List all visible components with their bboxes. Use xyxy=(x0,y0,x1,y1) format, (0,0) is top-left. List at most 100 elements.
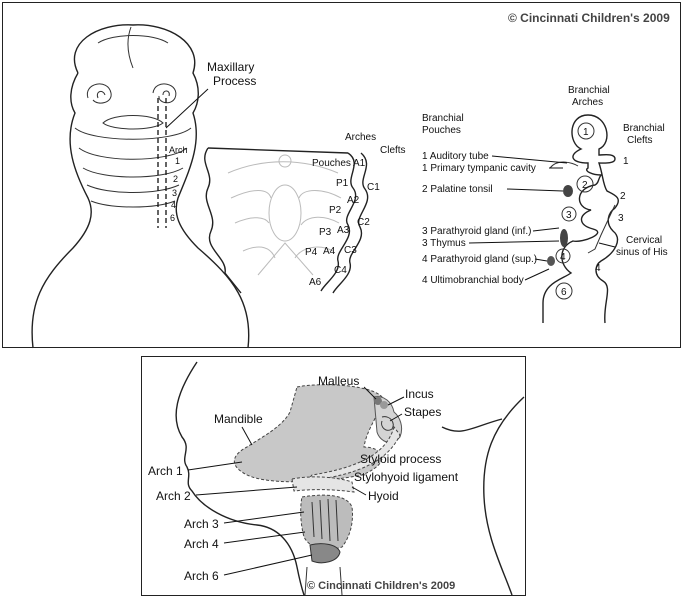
clefts-label: Clefts xyxy=(380,145,406,156)
arches-label: Arches xyxy=(345,132,376,143)
hyoid-leader xyxy=(351,486,367,496)
pouch-line-6 xyxy=(242,246,276,259)
pouch-deriv-1: 1 Auditory tube xyxy=(422,151,489,162)
pouch-deriv-4-leader xyxy=(532,227,560,232)
a1-label: A1 xyxy=(353,158,366,169)
embryo-face-drawing xyxy=(31,24,250,349)
pouch-line-2 xyxy=(230,190,272,199)
hyoid-label: Hyoid xyxy=(368,489,399,503)
branchial-arches-2: Arches xyxy=(572,97,603,108)
forehead-line xyxy=(97,35,169,44)
branchial-pouches-2: Pouches xyxy=(422,125,461,136)
cleft-num-4: 4 xyxy=(595,263,601,274)
malleus-leader xyxy=(363,386,377,400)
face-outline-left xyxy=(31,72,92,349)
arch-circle-4-num: 4 xyxy=(560,252,566,263)
a6-label: A6 xyxy=(309,277,322,288)
bottom-panel: Malleus Incus Stapes Mandible Arch 1 Sty… xyxy=(141,356,526,596)
cervical-sinus-leader xyxy=(598,242,616,248)
arch3-band xyxy=(82,167,184,178)
mandible-leader xyxy=(241,426,253,446)
arch4-band xyxy=(86,184,180,193)
pharynx-section-drawing xyxy=(204,147,369,294)
face-arch-3: 3 xyxy=(172,188,177,198)
pouch-line-8 xyxy=(257,242,314,276)
palatine-tonsil-shape xyxy=(563,185,573,197)
pouch-deriv-6-leader xyxy=(534,258,548,262)
pouch-schematic-drawing xyxy=(542,114,619,324)
pouch-deriv-4: 3 Parathyroid gland (inf.) xyxy=(422,226,532,237)
arch6-band xyxy=(90,200,176,208)
cleft-num-1: 1 xyxy=(623,156,629,167)
right-nasal-curl xyxy=(162,90,170,97)
stapes-leader xyxy=(389,413,403,422)
top-copyright: © Cincinnati Children's 2009 xyxy=(508,11,670,25)
bottom-diagram: Malleus Incus Stapes Mandible Arch 1 Sty… xyxy=(148,361,525,596)
face-outline-right xyxy=(73,24,250,349)
left-nasal-curl xyxy=(96,90,106,99)
right-arch-outline xyxy=(320,152,357,292)
pouch-line-3 xyxy=(298,190,342,199)
face-arch-4: 4 xyxy=(171,200,176,210)
hyoid-shape xyxy=(291,476,355,493)
cleft-num-2: 2 xyxy=(620,191,626,202)
arch-circle-4 xyxy=(555,248,571,264)
central-ellipse xyxy=(268,184,302,242)
p1-label: P1 xyxy=(336,178,349,189)
a4-label: A4 xyxy=(323,246,336,257)
arch3-leader xyxy=(223,511,305,524)
pouch-deriv-7-leader xyxy=(524,268,550,281)
face-arch-6: 6 xyxy=(170,213,175,223)
arch1-label: Arch 1 xyxy=(148,464,183,478)
branchial-clefts-2: Clefts xyxy=(627,135,653,146)
incus-label: Incus xyxy=(405,387,434,401)
midline-groove xyxy=(127,26,134,69)
arch-circle-6-num: 6 xyxy=(561,287,567,298)
branchial-pouches-1: Branchial xyxy=(422,113,464,124)
pouches-label: Pouches xyxy=(312,158,351,169)
trachea-lines xyxy=(304,566,343,596)
pouch-deriv-5: 3 Thymus xyxy=(422,238,466,249)
arch2-band xyxy=(78,147,188,160)
p3-label: P3 xyxy=(319,227,332,238)
cervical-sinus-1: Cervical xyxy=(626,235,662,246)
arch2-leader xyxy=(195,486,298,496)
cartilage-hatching xyxy=(311,498,339,542)
p2-label: P2 xyxy=(329,205,342,216)
c3-label: C3 xyxy=(344,245,357,256)
parathyroid-sup-shape xyxy=(547,256,555,266)
arch1-leader xyxy=(187,461,243,471)
face-profile xyxy=(175,361,305,596)
arch6-label: Arch 6 xyxy=(184,569,219,583)
arch-circle-2 xyxy=(576,175,594,193)
maxillary-label-1: Maxillary xyxy=(207,60,254,74)
pouch-line-1 xyxy=(227,161,339,174)
face-arch-1: 1 xyxy=(175,156,180,166)
top-circle xyxy=(278,154,292,168)
pouch-deriv-1-leader xyxy=(491,155,568,164)
cervical-sinus-2: sinus of His xyxy=(616,247,668,258)
mandible-label: Mandible xyxy=(214,412,263,426)
bottom-copyright: © Cincinnati Children's 2009 xyxy=(307,580,455,592)
top-diagram: © Cincinnati Children's 2009 Maxillary P… xyxy=(31,11,670,349)
thyroid-cartilage-shape xyxy=(300,494,353,550)
face-arch-2: 2 xyxy=(173,174,178,184)
pouch-deriv-2: 1 Primary tympanic cavity xyxy=(422,163,536,174)
left-nasal-pit xyxy=(86,83,112,104)
cleft-num-3: 3 xyxy=(618,213,624,224)
incus-shape xyxy=(380,401,388,409)
cricoid-cartilage-shape xyxy=(309,543,341,564)
right-nasal-pit xyxy=(152,83,177,104)
pouch-deriv-5-leader xyxy=(468,240,560,244)
stapes-shape xyxy=(381,416,394,431)
a3-label: A3 xyxy=(337,225,350,236)
pouch-deriv-3-leader xyxy=(506,188,564,192)
a2-label: A2 xyxy=(347,195,360,206)
schematic-left-outline xyxy=(542,114,603,323)
styloid-process-shape xyxy=(305,425,401,482)
maxillary-leader xyxy=(165,88,209,129)
pouch-line-5 xyxy=(300,216,340,226)
c2-label: C2 xyxy=(357,217,370,228)
schematic-right-outline xyxy=(587,114,619,324)
arch-circle-3-num: 3 xyxy=(566,210,572,221)
